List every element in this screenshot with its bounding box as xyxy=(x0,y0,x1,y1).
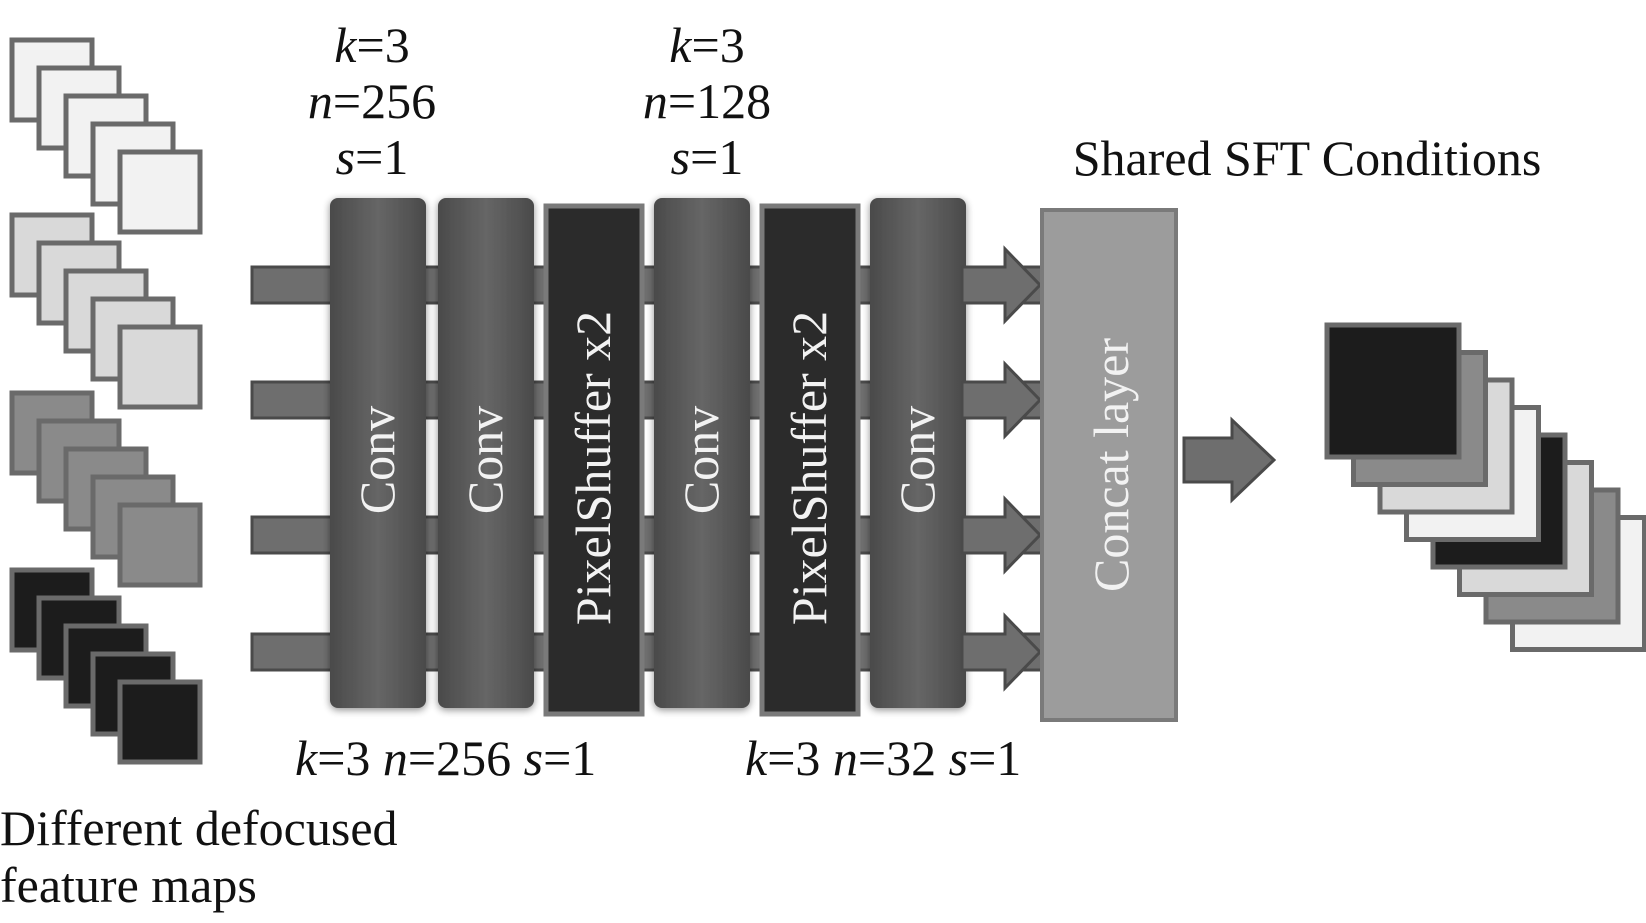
top-params-2: k=3 n=128 s=1 xyxy=(643,17,771,185)
pixelshuffle-block: PixelShuffer x2 xyxy=(759,203,861,717)
bottom-params-1: k=3 n=256 s=1 xyxy=(295,730,596,786)
svg-text:k=3: k=3 xyxy=(669,17,744,73)
network-blocks: Conv Conv PixelShuffer x2 Conv PixelShuffer … xyxy=(330,198,966,717)
input-label-line1: Different defocused xyxy=(0,800,398,856)
feature-map-square xyxy=(117,149,203,235)
svg-text:s=1: s=1 xyxy=(671,129,744,185)
conv-block: Conv xyxy=(654,198,750,708)
block-label: Conv xyxy=(673,406,729,514)
param-n-value: =256 xyxy=(333,73,436,129)
param-n-letter: n xyxy=(643,73,668,129)
concat-layer: Concat layer xyxy=(1040,208,1178,722)
output-arrow xyxy=(1182,416,1277,504)
arrow-head xyxy=(960,612,1043,692)
param-k-letter: k xyxy=(669,17,692,73)
feature-map-square xyxy=(117,324,203,410)
block-label: Conv xyxy=(889,406,945,514)
arrow-head xyxy=(960,360,1043,440)
param-k-letter: k xyxy=(334,17,357,73)
param-s-letter: s xyxy=(671,129,690,185)
feature-map-group xyxy=(9,212,203,410)
output-label: Shared SFT Conditions xyxy=(1073,130,1542,186)
output-map-square xyxy=(1324,322,1462,460)
arrow-head xyxy=(960,245,1043,325)
conv-block: Conv xyxy=(330,198,426,708)
feature-map-group xyxy=(9,37,203,235)
conv-block: Conv xyxy=(438,198,534,708)
param-k-value: =3 xyxy=(692,17,745,73)
svg-text:n=128: n=128 xyxy=(643,73,771,129)
conv-block: Conv xyxy=(870,198,966,708)
param-n-value: =128 xyxy=(668,73,771,129)
param-s-letter: s xyxy=(336,129,355,185)
feature-map-group xyxy=(9,567,203,765)
concat-layer-label: Concat layer xyxy=(1083,338,1139,592)
input-feature-maps xyxy=(9,37,203,765)
block-label: PixelShuffer x2 xyxy=(781,311,837,625)
param-n-letter: n xyxy=(308,73,333,129)
feature-map-square xyxy=(117,679,203,765)
param-s-value: =1 xyxy=(690,129,743,185)
param-k-value: =3 xyxy=(357,17,410,73)
feature-map-group xyxy=(9,390,203,588)
bottom-params-2: k=3 n=32 s=1 xyxy=(745,730,1021,786)
block-label: PixelShuffer x2 xyxy=(565,311,621,625)
svg-text:s=1: s=1 xyxy=(336,129,409,185)
feature-map-square xyxy=(117,502,203,588)
pixelshuffle-block: PixelShuffer x2 xyxy=(543,203,645,717)
svg-text:k=3: k=3 xyxy=(334,17,409,73)
block-label: Conv xyxy=(349,406,405,514)
arrow-heads xyxy=(960,245,1043,692)
output-feature-maps xyxy=(1324,322,1646,652)
arrow-head xyxy=(960,495,1043,575)
input-label-line2: feature maps xyxy=(0,857,257,913)
block-label: Conv xyxy=(457,406,513,514)
param-s-value: =1 xyxy=(355,129,408,185)
svg-text:n=256: n=256 xyxy=(308,73,436,129)
top-params-1: k=3 n=256 s=1 xyxy=(308,17,436,185)
